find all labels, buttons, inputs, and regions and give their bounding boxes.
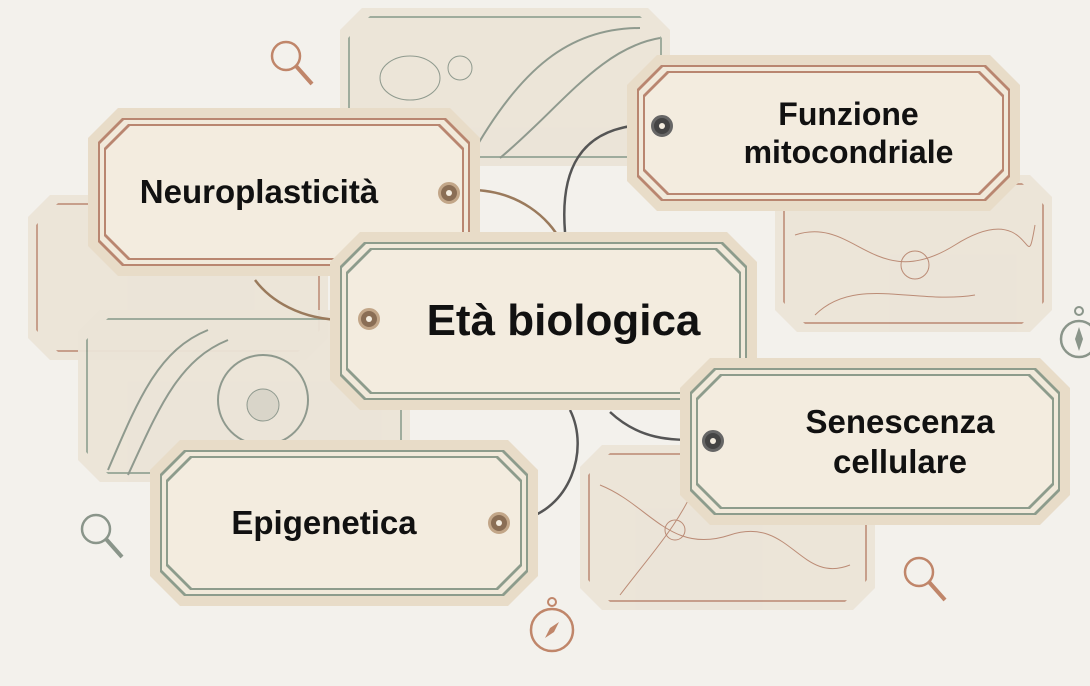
compass-icon [529,597,575,653]
cell-illustration [78,310,410,482]
neuron-illustration [775,175,1052,332]
tag-label-line2: mitocondriale [743,134,954,170]
tag-label-line2: cellulare [833,442,967,480]
eyelet-icon [358,308,380,330]
tag-label: Neuroplasticità [139,173,379,211]
tag-label-line1: Senescenza [805,402,995,440]
tag-epigenetics[interactable]: Epigenetica [150,440,538,606]
eyelet-icon [488,512,510,534]
eyelet-icon [438,182,460,204]
tag-cellular-senescence[interactable]: Senescenza cellulare [680,358,1070,525]
eyelet-icon [651,115,673,137]
dna-illustration [340,8,670,166]
tag-label-center: Età biologica [426,295,701,345]
compass-icon [1059,306,1090,359]
tag-biological-age[interactable]: Età biologica [330,232,757,410]
magnifier-icon [270,40,314,86]
magnifier-icon [903,556,947,602]
tag-label: Epigenetica [231,504,417,542]
eyelet-icon [702,430,724,452]
tag-mitochondrial-function[interactable]: Funzione mitocondriale [627,55,1020,211]
magnifier-icon [80,513,124,559]
tag-label-line1: Funzione [778,95,919,132]
